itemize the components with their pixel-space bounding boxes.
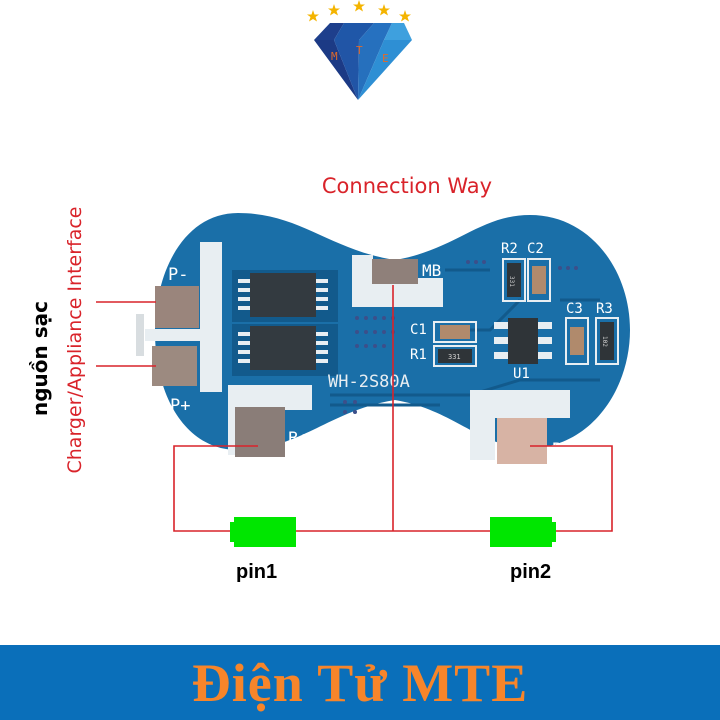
battery-pin2-icon bbox=[490, 517, 556, 547]
b-plus-pad bbox=[235, 407, 285, 457]
mb-pad bbox=[372, 259, 418, 284]
star-icon bbox=[399, 10, 411, 22]
stars-icon bbox=[307, 0, 411, 22]
logo-letter-e: E bbox=[382, 52, 389, 65]
mosfet-chip-1 bbox=[232, 270, 338, 322]
mosfet-chip-2 bbox=[232, 324, 338, 376]
battery-pin2-label: pin2 bbox=[510, 561, 552, 583]
wire-b-plus bbox=[173, 445, 258, 532]
c1-capacitor bbox=[433, 321, 477, 343]
connection-wires bbox=[96, 285, 613, 532]
p-plus-pad bbox=[152, 346, 197, 386]
r2-code: 331 bbox=[508, 276, 515, 287]
star-icon bbox=[328, 4, 340, 16]
r1-label: R1 bbox=[410, 347, 427, 363]
b-minus-label: B- bbox=[552, 440, 572, 460]
diagram-title: Connection Way bbox=[321, 174, 493, 198]
logo-letter-t: T bbox=[356, 44, 363, 57]
p-minus-label: P- bbox=[168, 265, 188, 285]
b-minus-silkscreen bbox=[470, 390, 570, 460]
c2-capacitor bbox=[527, 258, 551, 302]
brand-banner: Điện Tử MTE bbox=[0, 645, 720, 720]
r2-resistor: 331 bbox=[502, 258, 526, 302]
u1-label: U1 bbox=[513, 366, 530, 382]
b-minus-pad bbox=[497, 418, 547, 464]
mb-label: MB bbox=[422, 261, 441, 280]
battery-pin1-label: pin1 bbox=[236, 561, 278, 583]
r3-label: R3 bbox=[596, 301, 613, 317]
c3-capacitor bbox=[565, 317, 589, 365]
p-terminal-silkscreen bbox=[145, 242, 222, 392]
c1-label: C1 bbox=[410, 322, 427, 338]
battery-pin1-icon bbox=[230, 517, 296, 547]
board-model-label: WH-2S80A bbox=[328, 372, 410, 392]
p-plus-label: P+ bbox=[170, 396, 190, 416]
diamond-icon bbox=[314, 23, 412, 100]
u1-chip bbox=[494, 318, 552, 364]
p-minus-pad bbox=[155, 286, 199, 328]
wire-b-minus bbox=[530, 445, 613, 532]
r1-code: 331 bbox=[448, 353, 461, 361]
b-plus-label: B+ bbox=[288, 429, 308, 449]
r2-label: R2 bbox=[501, 241, 518, 257]
board-edge-tab bbox=[136, 314, 144, 356]
r3-resistor: 102 bbox=[595, 317, 619, 365]
r1-resistor: 331 bbox=[433, 345, 477, 367]
star-icon bbox=[378, 4, 390, 16]
brand-banner-text: Điện Tử MTE bbox=[191, 652, 529, 713]
r3-code: 102 bbox=[601, 336, 608, 347]
star-icon bbox=[307, 10, 319, 22]
star-icon bbox=[353, 0, 365, 12]
logo-letter-m: M bbox=[331, 50, 338, 63]
c3-label: C3 bbox=[566, 301, 583, 317]
mte-diamond-logo: M T E bbox=[307, 0, 412, 100]
pcb-vias bbox=[343, 260, 578, 414]
c2-label: C2 bbox=[527, 241, 544, 257]
